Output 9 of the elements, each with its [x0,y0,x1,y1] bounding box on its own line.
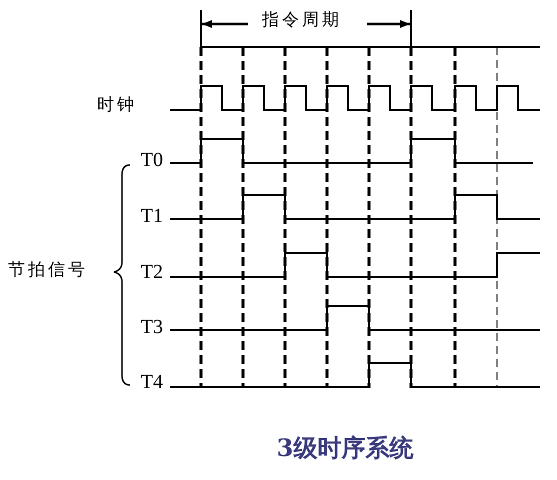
signal-name: T3 [140,317,163,337]
label-text: 时钟 [97,97,137,114]
signal-name: T4 [140,372,163,392]
signal-name: T2 [140,262,163,282]
label-text: 指令周期 [262,12,342,29]
caption: 3级时序系统 [276,436,414,460]
signal-name: T0 [140,150,163,170]
label-text: 节拍信号 [8,262,88,279]
signal-name: T1 [140,206,163,226]
